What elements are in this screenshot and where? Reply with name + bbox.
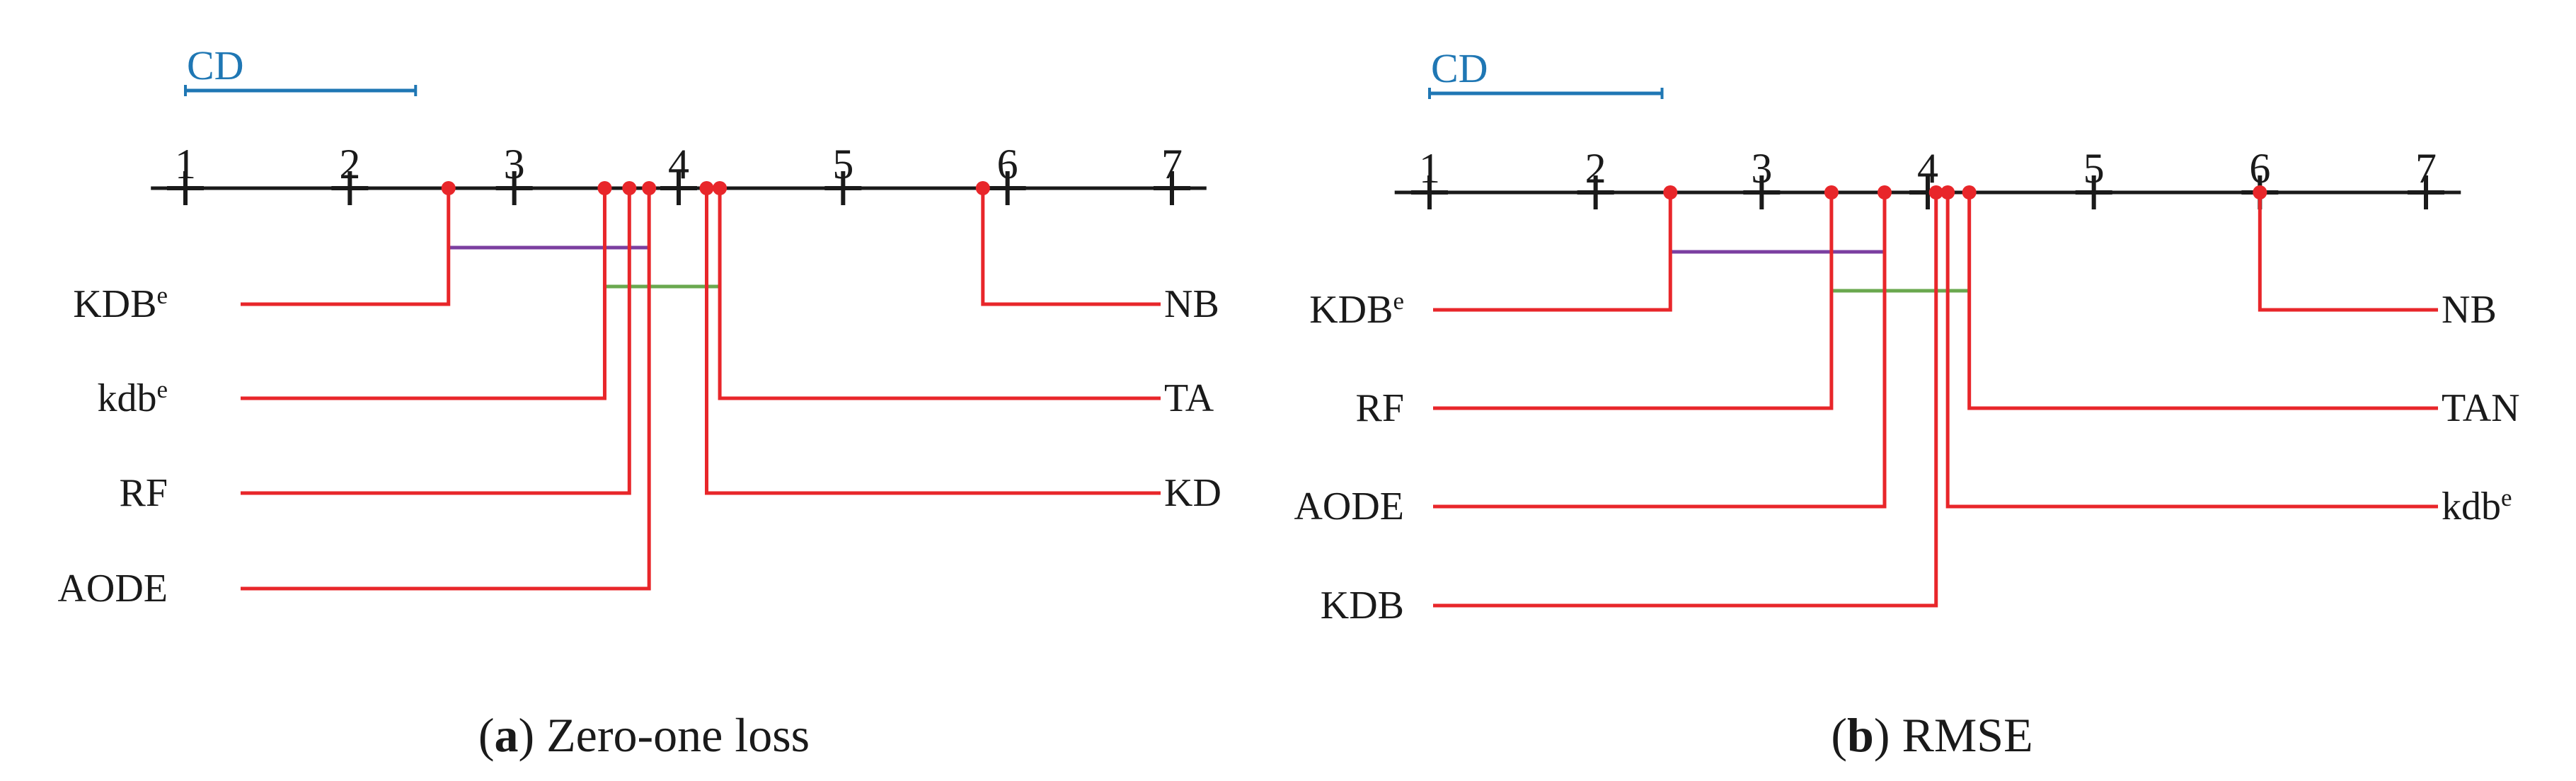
method-label-left: KDBe (73, 282, 168, 327)
method-label-right: TAN (2442, 386, 2520, 430)
method-label-left: AODE (57, 567, 168, 611)
caption-b-letter: b (1846, 708, 1874, 762)
rank-point (2253, 185, 2267, 199)
method-label-right: kdbe (2442, 484, 2512, 529)
rank-point (975, 181, 990, 195)
method-connector-right (1945, 192, 2438, 509)
method-label-left-superscript: e (156, 376, 168, 403)
rank-point (1928, 185, 1943, 199)
method-label-left: KDB (1321, 584, 1404, 627)
rank-point (713, 181, 728, 195)
rank-point (441, 181, 456, 195)
rank-point (622, 181, 637, 195)
tick-label: 6 (2249, 145, 2270, 192)
method-connector-left (1433, 192, 1672, 312)
method-label-left: RF (120, 471, 168, 515)
method-connector-right (704, 188, 1161, 495)
method-connector-right (718, 188, 1161, 400)
tick-label: 7 (1161, 141, 1183, 187)
tick-label: 3 (1751, 145, 1772, 192)
tick-label: 7 (2415, 145, 2437, 192)
method-label-right: TA (1164, 376, 1214, 420)
method-connector-right (981, 188, 1161, 306)
method-label-left-superscript: e (156, 282, 168, 309)
method-connector-left (1433, 192, 1834, 410)
tick-label: 1 (1419, 145, 1440, 192)
caption-b: (b) RMSE (1831, 708, 2033, 762)
method-connector-left (241, 188, 631, 495)
rank-point (1940, 185, 1955, 199)
method-connector-left (241, 188, 651, 591)
method-connector-right (1967, 192, 2438, 410)
caption-b-text: RMSE (1902, 708, 2033, 762)
tick-label: 1 (175, 141, 196, 187)
cd-label: CD (187, 42, 244, 88)
tick-label: 4 (1917, 145, 1938, 192)
tick-label: 2 (339, 141, 360, 187)
rank-point (699, 181, 714, 195)
caption-a: (a) Zero-one loss (478, 708, 810, 762)
method-label-left-superscript: e (1393, 287, 1404, 315)
method-connector-left (1433, 192, 1938, 608)
method-label-right: KD (1164, 471, 1221, 515)
method-label-left: KDBe (1309, 287, 1404, 332)
method-label-right-superscript: e (2501, 484, 2512, 511)
tick-label: 3 (504, 141, 525, 187)
method-connector-right (2258, 192, 2438, 312)
tick-label: 6 (997, 141, 1018, 187)
method-connector-left (1433, 192, 1887, 509)
method-label-left: kdbe (97, 376, 168, 421)
cd-label: CD (1431, 45, 1488, 91)
method-connector-left (241, 188, 451, 306)
caption-a-letter: a (494, 708, 519, 762)
method-label-left: RF (1356, 386, 1405, 430)
method-connector-left (241, 188, 606, 400)
rank-point (642, 181, 657, 195)
rank-point (597, 181, 612, 195)
method-label-right: NB (1164, 282, 1219, 326)
caption-a-text: Zero-one loss (546, 708, 810, 762)
tick-label: 4 (668, 141, 689, 187)
rank-point (1824, 185, 1839, 199)
method-label-right: NB (2442, 288, 2497, 332)
rank-point (1663, 185, 1678, 199)
tick-label: 2 (1585, 145, 1606, 192)
tick-label: 5 (832, 141, 853, 187)
rank-point (1962, 185, 1977, 199)
rank-point (1877, 185, 1892, 199)
tick-label: 5 (2083, 145, 2105, 192)
method-label-left: AODE (1294, 485, 1404, 528)
